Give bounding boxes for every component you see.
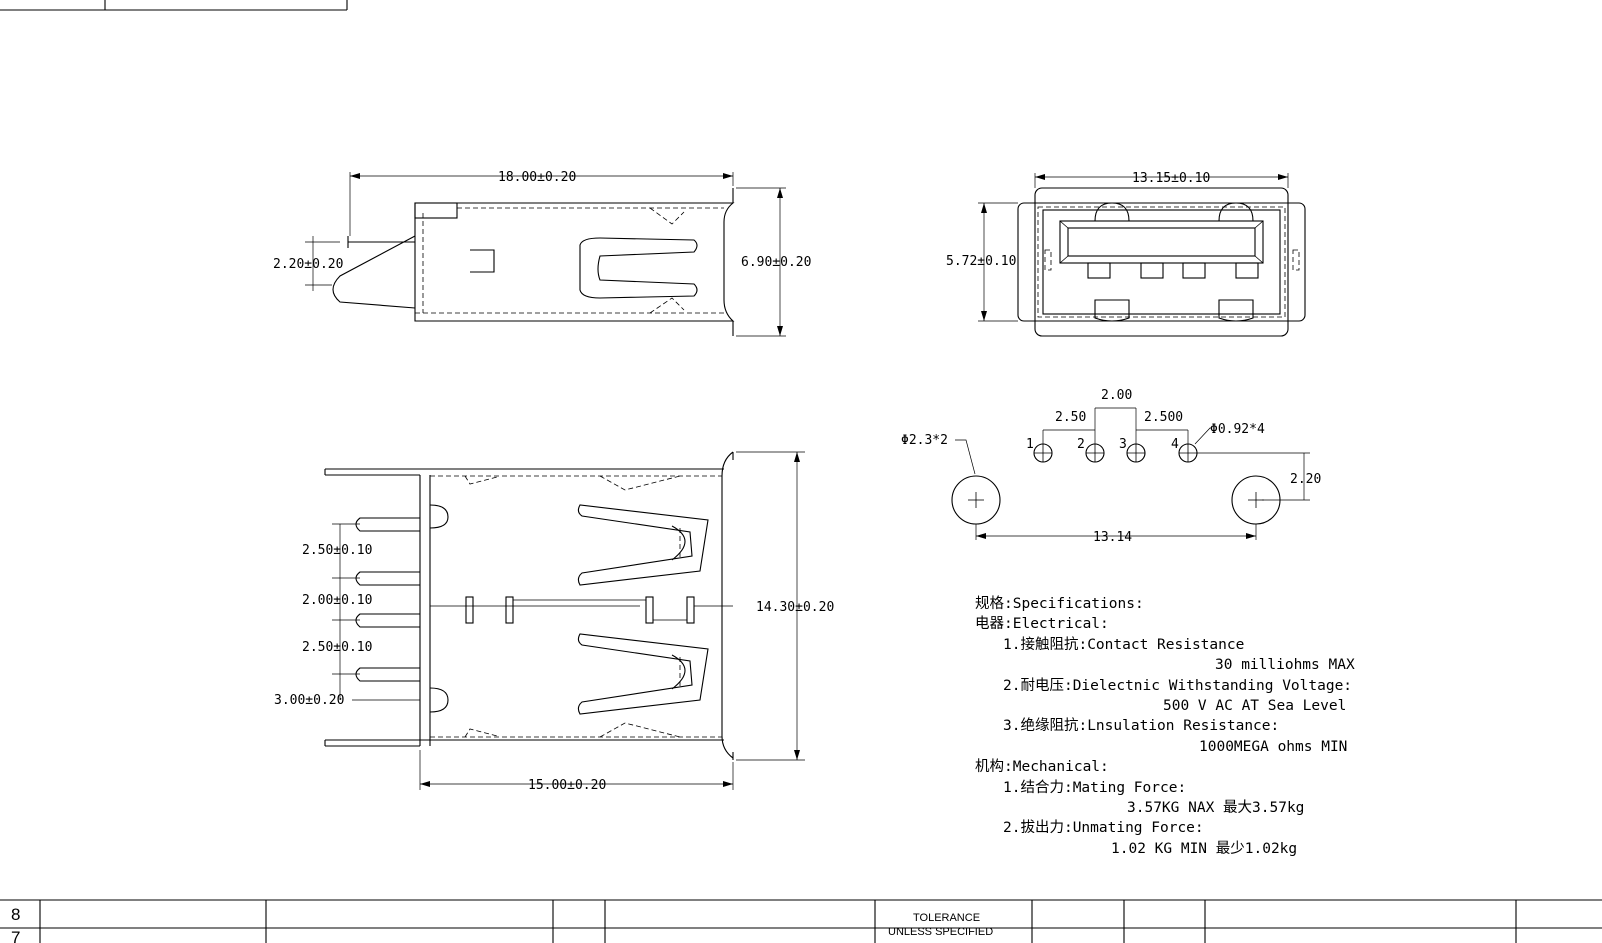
edge-offset-dim: 3.00±0.20 bbox=[274, 693, 344, 708]
front-view: 13.15±0.10 5.72±0.10 bbox=[946, 171, 1306, 337]
spec-mechanical-heading: 机构:Mechanical: bbox=[975, 759, 1109, 776]
small-hole-callout: Φ0.92*4 bbox=[1210, 422, 1265, 437]
top-view: 2.50±0.10 2.00±0.10 2.50±0.10 3.00±0.20 … bbox=[274, 451, 834, 793]
pin-number-3: 3 bbox=[1119, 437, 1127, 452]
spec-unmating: 2.拔出力:Unmating Force: bbox=[1003, 820, 1204, 837]
pitch-2-500-dim: 2.500 bbox=[1144, 410, 1183, 425]
pin-number-1: 1 bbox=[1026, 437, 1034, 452]
spec-insulation-value: 1000MEGA ohms MIN bbox=[1199, 738, 1348, 755]
pitch-2-00-dim: 2.00 bbox=[1101, 388, 1132, 403]
spec-contact-resistance: 1.接触阻抗:Contact Resistance bbox=[1003, 636, 1245, 653]
pitch-2-50-dim: 2.50 bbox=[1055, 410, 1086, 425]
row-offset-dim: 2.20 bbox=[1290, 472, 1321, 487]
spec-dielectric: 2.耐电压:Dielectnic Withstanding Voltage: bbox=[1003, 677, 1353, 694]
side-height-dim: 6.90±0.20 bbox=[741, 255, 811, 270]
spec-dielectric-value: 500 V AC AT Sea Level bbox=[1163, 698, 1347, 715]
row-number-8: 8 bbox=[11, 905, 20, 924]
specifications-notes: 规格:Specifications: 电器:Electrical: 1.接触阻抗… bbox=[975, 594, 1395, 859]
pin-number-2: 2 bbox=[1077, 437, 1085, 452]
pitch-2-dim: 2.00±0.10 bbox=[302, 593, 372, 608]
spec-title: 规格:Specifications: bbox=[975, 596, 1144, 612]
side-length-dim: 18.00±0.20 bbox=[498, 170, 576, 185]
pitch-3-dim: 2.50±0.10 bbox=[302, 640, 372, 655]
tolerance-label: TOLERANCE bbox=[913, 912, 980, 924]
title-block: 8 7 TOLERANCE UNLESS SPECIFIED bbox=[0, 899, 1602, 943]
spec-contact-resistance-value: 30 milliohms MAX bbox=[1215, 657, 1355, 674]
spec-electrical-heading: 电器:Electrical: bbox=[975, 616, 1109, 633]
spec-insulation: 3.绝缘阻抗:Lnsulation Resistance: bbox=[1003, 718, 1280, 735]
spec-mating: 1.结合力:Mating Force: bbox=[1003, 779, 1187, 796]
pitch-1-dim: 2.50±0.10 bbox=[302, 543, 372, 558]
pcb-footprint: 1 2 3 4 2.50 2.00 2.500 Φ0.92*4 Φ2.3*2 2… bbox=[901, 388, 1321, 545]
side-view: 18.00±0.20 6.90±0.20 2.20±0.20 bbox=[273, 170, 811, 337]
front-height-dim: 5.72±0.10 bbox=[946, 254, 1016, 269]
top-length-dim: 15.00±0.20 bbox=[528, 778, 606, 793]
unless-specified-label: UNLESS SPECIFIED bbox=[888, 926, 993, 938]
pin-offset-dim: 2.20±0.20 bbox=[273, 257, 343, 272]
row-number-7: 7 bbox=[11, 928, 20, 943]
large-hole-callout: Φ2.3*2 bbox=[901, 433, 948, 448]
pin-number-4: 4 bbox=[1171, 437, 1179, 452]
top-width-dim: 14.30±0.20 bbox=[756, 600, 834, 615]
boss-spacing-dim: 13.14 bbox=[1093, 530, 1132, 545]
spec-mating-value: 3.57KG NAX 最大3.57kg bbox=[1127, 800, 1305, 817]
front-width-dim: 13.15±0.10 bbox=[1132, 171, 1210, 186]
corner-block bbox=[0, 0, 348, 11]
spec-unmating-value: 1.02 KG MIN 最少1.02kg bbox=[1111, 840, 1298, 857]
